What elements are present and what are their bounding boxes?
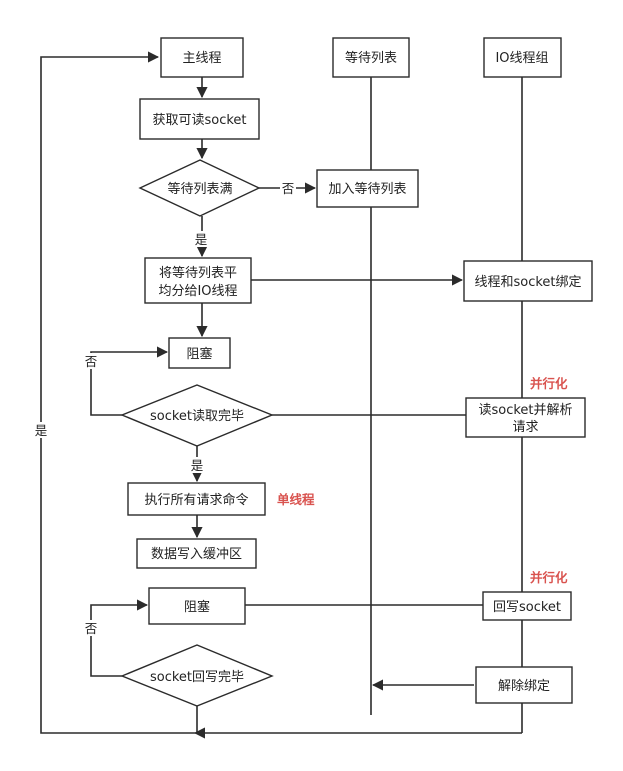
block-read-label: 阻塞 bbox=[186, 346, 212, 362]
socket-write-done-decision bbox=[120, 644, 274, 707]
write-back-socket-box bbox=[482, 591, 572, 621]
distribute-label-2: 均分给IO线程 bbox=[158, 284, 237, 299]
loop-yes-label: 是 bbox=[35, 423, 48, 438]
full-no-label: 否 bbox=[282, 181, 295, 196]
read-parse-label-1: 读socket并解析 bbox=[478, 403, 572, 418]
wait-list-full-decision bbox=[138, 159, 261, 217]
get-readable-socket-box bbox=[139, 98, 260, 140]
read-yes-label: 是 bbox=[191, 458, 204, 473]
full-yes-label: 是 bbox=[195, 232, 208, 247]
distribute-box bbox=[144, 257, 252, 304]
unbind-box bbox=[475, 666, 573, 704]
block-read-box bbox=[168, 337, 231, 369]
wait-list-header-box bbox=[332, 37, 410, 78]
block-write-box bbox=[148, 587, 246, 625]
parallel-read-annotation: 并行化 bbox=[530, 376, 568, 391]
wait-list-full-label: 等待列表满 bbox=[167, 181, 232, 197]
wait-list-header-label: 等待列表 bbox=[345, 50, 397, 66]
single-thread-annotation: 单线程 bbox=[277, 492, 315, 507]
edge-read-no-loop bbox=[90, 346, 169, 416]
main-thread-box bbox=[160, 37, 244, 78]
socket-read-done-label: socket读取完毕 bbox=[150, 409, 244, 424]
edge-loop-yes bbox=[40, 51, 195, 734]
socket-write-done-label: socket回写完毕 bbox=[150, 670, 244, 685]
unbind-label: 解除绑定 bbox=[498, 679, 550, 694]
write-back-socket-label: 回写socket bbox=[493, 600, 561, 615]
main-thread-label: 主线程 bbox=[182, 51, 221, 66]
read-parse-box bbox=[465, 397, 586, 438]
write-no-label: 否 bbox=[85, 621, 98, 636]
add-to-wait-list-label: 加入等待列表 bbox=[328, 181, 406, 197]
add-to-wait-list-box bbox=[316, 169, 419, 208]
get-readable-socket-label: 获取可读socket bbox=[152, 113, 246, 128]
edge-write-no-loop bbox=[90, 599, 149, 677]
socket-read-done-decision bbox=[120, 384, 274, 447]
exec-commands-label: 执行所有请求命令 bbox=[144, 492, 248, 508]
distribute-label-1: 将等待列表平 bbox=[159, 265, 237, 281]
write-buffer-box bbox=[136, 538, 257, 569]
read-parse-label-2: 请求 bbox=[512, 420, 538, 435]
write-buffer-label: 数据写入缓冲区 bbox=[151, 547, 242, 562]
bind-thread-socket-box bbox=[463, 260, 593, 302]
block-write-label: 阻塞 bbox=[184, 599, 210, 615]
bind-thread-socket-label: 线程和socket绑定 bbox=[474, 275, 581, 290]
io-group-header-box bbox=[483, 37, 562, 78]
io-group-header-label: IO线程组 bbox=[495, 51, 548, 66]
exec-commands-box bbox=[127, 482, 266, 516]
read-no-label: 否 bbox=[85, 354, 98, 369]
parallel-write-annotation: 并行化 bbox=[530, 570, 568, 585]
